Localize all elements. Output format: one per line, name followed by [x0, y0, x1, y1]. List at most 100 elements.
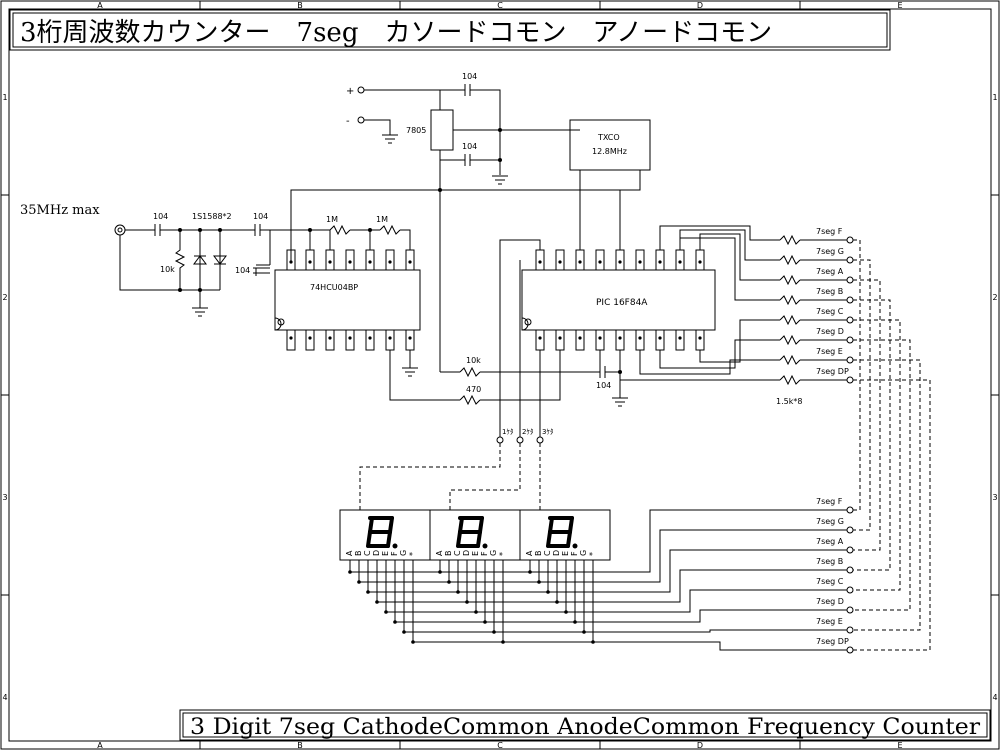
segment-label-lower: 7seg E: [816, 617, 843, 626]
txco-name: TXCO: [597, 133, 620, 142]
ic2-pin-bottom: [675, 329, 685, 351]
txco-oscillator: [569, 119, 651, 171]
col-label-bottom: C: [497, 741, 503, 750]
segment-terminal: [846, 316, 854, 324]
title-jp: 3桁周波数カウンター 7seg カソードコモン アノードコモン: [20, 18, 772, 48]
row-label-left: 1: [2, 93, 7, 102]
digit-1-label: 1ｹﾀ: [502, 428, 514, 436]
segment-resistor: [779, 254, 801, 266]
diode-1: [193, 255, 207, 265]
segment-label-lower: 7seg D: [816, 597, 844, 606]
bias-resistor-label: 10k: [160, 265, 175, 274]
segment-resistor: [779, 354, 801, 366]
ic1-pin-bottom: [325, 329, 335, 351]
row-label-left: 2: [2, 293, 7, 302]
segment-label-lower: 7seg C: [816, 577, 844, 586]
segment-label-upper: 7seg D: [816, 327, 844, 336]
segment-terminal: [846, 526, 854, 534]
cap-low-label: 104: [235, 266, 250, 275]
col-label-top: E: [897, 1, 902, 10]
display-pin-label: G: [399, 550, 408, 556]
segment-label-upper: 7seg C: [816, 307, 844, 316]
ic2-pin-top: [675, 249, 685, 271]
segment-resistor: [779, 294, 801, 306]
segment-terminal: [846, 606, 854, 614]
segment-resistor: [779, 314, 801, 326]
display-pin-label: A: [525, 550, 534, 556]
col-label-bottom: E: [897, 741, 902, 750]
ic1-pin-top: [325, 249, 335, 271]
segment-label-upper: 7seg B: [816, 287, 843, 296]
display-pin-label: D: [552, 550, 561, 556]
fb-resistor-2-label: 1M: [376, 215, 388, 224]
ic1-pin-top: [345, 249, 355, 271]
ic1-pin-bottom: [385, 329, 395, 351]
title-en: 3 Digit 7seg CathodeCommon AnodeCommon F…: [190, 715, 981, 740]
ic2-pin-top: [575, 249, 585, 271]
row-label-right: 1: [992, 93, 997, 102]
r-10k: [459, 366, 481, 378]
ic1-pin-top: [405, 249, 415, 271]
segment-label-upper: 7seg F: [816, 227, 843, 236]
display-pin-label: B: [444, 551, 453, 557]
ic-74hcu04bp: [274, 269, 421, 331]
display-pin-label: F: [570, 551, 579, 556]
segment-terminal: [846, 546, 854, 554]
ic2-pin-bottom: [595, 329, 605, 351]
col-label-top: C: [497, 1, 503, 10]
display-pin-label: D: [372, 550, 381, 556]
segment-resistor: [779, 234, 801, 246]
segment-terminal: [846, 566, 854, 574]
segment-terminal: [846, 356, 854, 364]
input-connector: [114, 224, 126, 236]
segment-label-upper: 7seg E: [816, 347, 843, 356]
row-label-right: 2: [992, 293, 997, 302]
segment-terminal: [846, 376, 854, 384]
r-470: [459, 394, 481, 406]
segment-label-lower: 7seg DP: [816, 637, 849, 646]
fb-resistor-2: [379, 224, 401, 236]
ic2-pin-bottom: [535, 329, 545, 351]
display-pin-label: A: [345, 550, 354, 556]
segment-terminal: [846, 336, 854, 344]
ic2-pin-top: [555, 249, 565, 271]
minus-terminal: [357, 116, 365, 124]
display-pin-label: *: [588, 552, 597, 556]
decimal-point: [572, 543, 578, 549]
display-pin-label: D: [462, 550, 471, 556]
title-box-en: [179, 709, 991, 741]
ic2-pin-bottom: [555, 329, 565, 351]
segment-terminal: [846, 276, 854, 284]
display-pin-label: A: [435, 550, 444, 556]
ic2-label: PIC 16F84A: [596, 298, 648, 308]
ic1-pin-top: [305, 249, 315, 271]
ic2-pin-bottom: [615, 329, 625, 351]
r-470-label: 470: [466, 385, 481, 394]
segment-resistor: [779, 334, 801, 346]
seg-resistor-label: 1.5k*8: [776, 397, 802, 406]
col-label-top: D: [697, 1, 703, 10]
display-pin-label: C: [363, 550, 372, 556]
inner-frame: [8, 8, 992, 742]
ic2-pin-bottom: [575, 329, 585, 351]
ic2-pin-top: [595, 249, 605, 271]
txco-freq: 12.8MHz: [592, 147, 627, 156]
display-pin-label: E: [561, 551, 570, 556]
display-pin-label: E: [471, 551, 480, 556]
ic2-pin-bottom: [655, 329, 665, 351]
segment-label-lower: 7seg F: [816, 497, 843, 506]
segment-label-lower: 7seg B: [816, 557, 843, 566]
cap-mid-in-label: 104: [253, 212, 268, 221]
cap-in-label: 104: [153, 212, 168, 221]
col-label-top: A: [97, 1, 103, 10]
display-pin-label: *: [408, 552, 417, 556]
col-label-bottom: B: [297, 741, 303, 750]
segment-terminal: [846, 506, 854, 514]
decimal-point: [482, 543, 488, 549]
ic1-pin-bottom: [286, 329, 296, 351]
diode-2: [213, 255, 227, 265]
ic2-pin-top: [655, 249, 665, 271]
